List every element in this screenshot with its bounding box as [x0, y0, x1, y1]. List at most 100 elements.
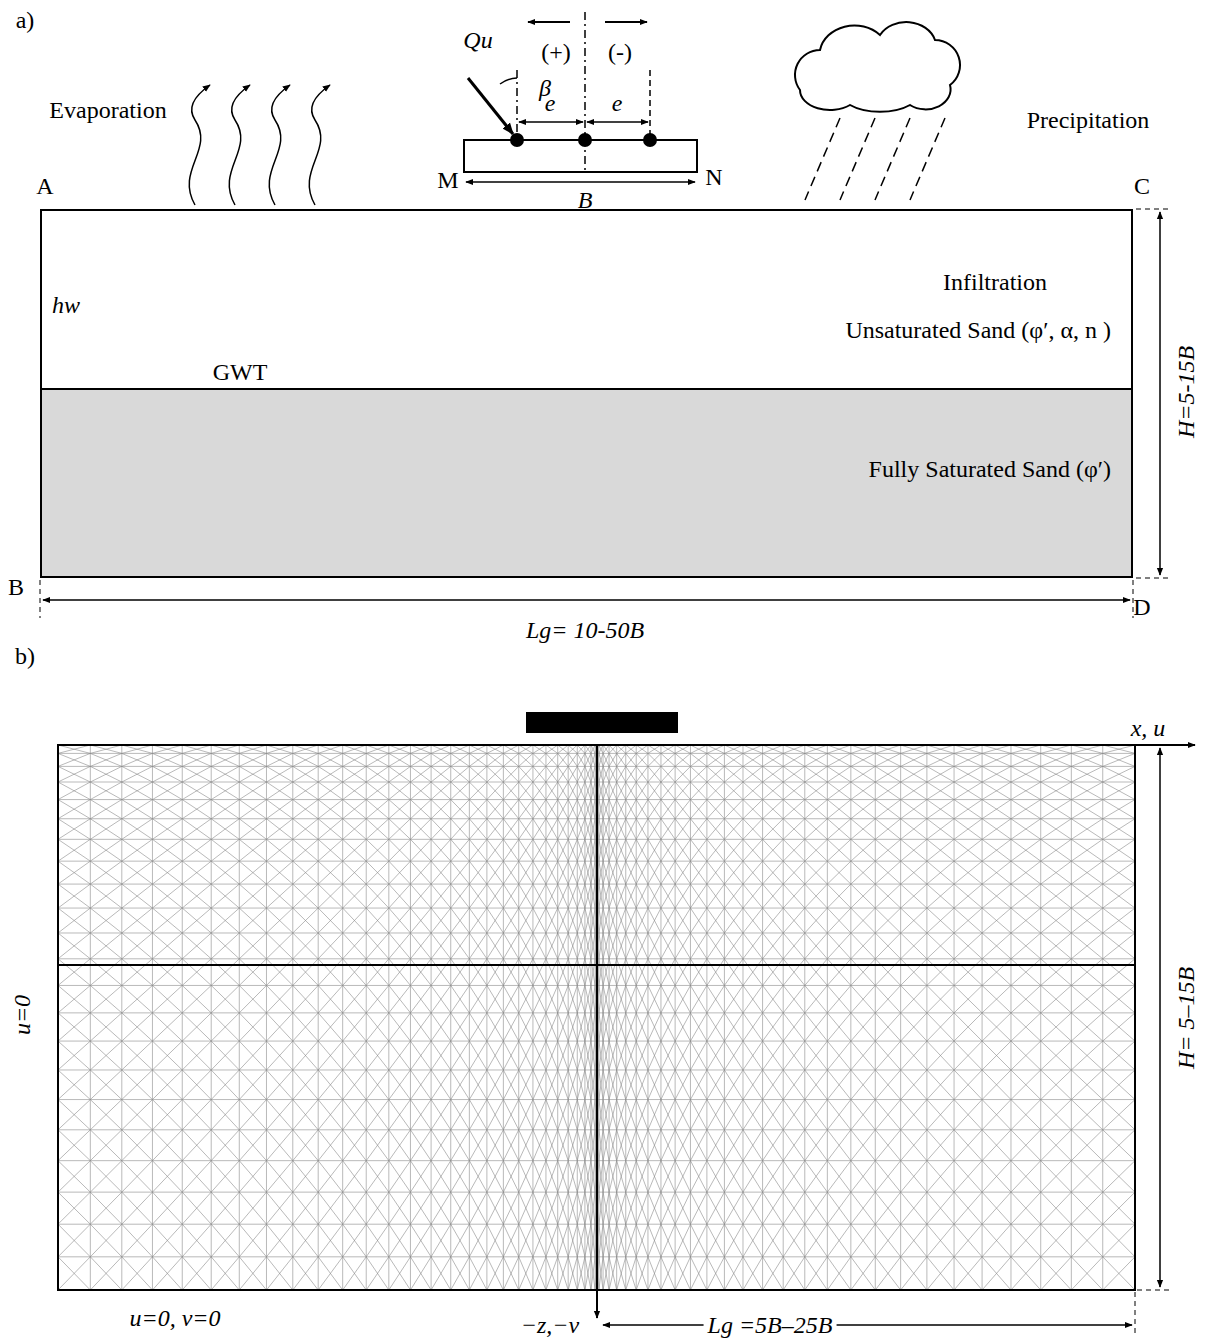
mesh-line [90, 753, 121, 766]
mesh-line [546, 933, 558, 959]
mesh-line [182, 985, 211, 1012]
mesh-line [343, 1013, 367, 1041]
mesh-line [585, 800, 591, 819]
mesh-line [533, 1041, 546, 1070]
mesh-line [469, 1161, 487, 1192]
mesh-line [690, 745, 706, 753]
mesh-line [690, 782, 706, 800]
mesh-line [182, 1161, 211, 1192]
mesh-line [577, 1041, 585, 1070]
mesh-line [239, 861, 266, 884]
mesh-line [431, 1130, 451, 1161]
mesh-line [318, 1041, 342, 1070]
mesh-line [584, 745, 585, 1290]
mesh-line [503, 959, 518, 986]
mesh-line [410, 782, 431, 800]
mesh-line [239, 884, 266, 908]
mesh-line [603, 745, 609, 753]
mesh-line [648, 1161, 661, 1192]
mesh-line [503, 766, 518, 782]
mesh-line [533, 782, 546, 800]
mesh-line [410, 745, 431, 753]
mesh-line [763, 800, 784, 819]
mesh-line [318, 1161, 342, 1192]
mesh-line [122, 1224, 153, 1257]
mesh-line [503, 959, 518, 986]
mesh-line [211, 1041, 239, 1070]
mesh-line [451, 1070, 470, 1100]
mesh-line [724, 1100, 743, 1130]
mesh-line [609, 908, 617, 933]
mesh-line [690, 839, 706, 861]
mesh-line [617, 884, 626, 908]
mesh-line [617, 908, 626, 933]
mesh-line [487, 1257, 503, 1290]
mesh-line [519, 1224, 533, 1257]
mesh-line [675, 884, 690, 908]
mesh-line [410, 933, 431, 959]
mesh-line [211, 1041, 239, 1070]
mesh-line [389, 782, 411, 800]
mesh-line [724, 753, 743, 766]
mesh-line [603, 766, 609, 782]
mesh-line [558, 766, 568, 782]
mesh-line [591, 959, 595, 986]
mesh-line [182, 1192, 211, 1224]
mesh-line [366, 1257, 389, 1290]
mesh-line [706, 745, 707, 1290]
mesh-line [90, 782, 121, 800]
mesh-line [599, 884, 603, 908]
mesh-line [690, 782, 706, 800]
mesh-line [707, 745, 725, 753]
mesh-line [211, 1224, 239, 1257]
mesh-line [577, 1013, 585, 1041]
mesh-line [366, 800, 389, 819]
mesh-line [293, 766, 318, 782]
mesh-line [266, 800, 292, 819]
mesh-line [239, 861, 266, 884]
mesh-line [609, 745, 617, 753]
mesh-line [266, 1192, 292, 1224]
mesh-line [182, 745, 211, 753]
mesh-line [661, 753, 675, 766]
mesh-line [90, 959, 121, 986]
mesh-line [451, 766, 470, 782]
mesh-line [182, 782, 211, 800]
mesh-line [690, 745, 706, 753]
mesh-line [90, 1161, 121, 1192]
mesh-line [519, 782, 533, 800]
mesh-line [546, 1192, 558, 1224]
mesh-line [389, 1013, 411, 1041]
mesh-line [743, 1013, 763, 1041]
mesh-line [343, 1041, 367, 1070]
mesh-line [690, 861, 706, 884]
mesh-line [152, 1192, 182, 1224]
mesh-line [503, 782, 518, 800]
mesh-line [389, 1192, 411, 1224]
mesh-line [343, 908, 367, 933]
mesh-line [451, 985, 470, 1012]
mesh-line [431, 1257, 451, 1290]
mesh-line [626, 1161, 636, 1192]
mesh-line [603, 861, 609, 884]
mesh-line [451, 1100, 470, 1130]
mesh-line [568, 745, 577, 753]
mesh-line [626, 766, 636, 782]
mesh-line [675, 1100, 690, 1130]
mesh-line [58, 1192, 90, 1224]
mesh-line [58, 1161, 90, 1192]
mesh-line [603, 933, 609, 959]
mesh-line [743, 1130, 763, 1161]
mesh-line [58, 753, 90, 766]
mesh-line [783, 861, 805, 884]
mesh-line [783, 908, 805, 933]
mesh-line [546, 753, 558, 766]
mesh-line [410, 933, 431, 959]
mesh-line [724, 861, 743, 884]
mesh-line [487, 1070, 503, 1100]
mesh-line [90, 745, 121, 753]
mesh-line [690, 800, 706, 819]
mesh-line [599, 1192, 603, 1224]
mesh-line [182, 1013, 211, 1041]
mesh-line [239, 1130, 266, 1161]
